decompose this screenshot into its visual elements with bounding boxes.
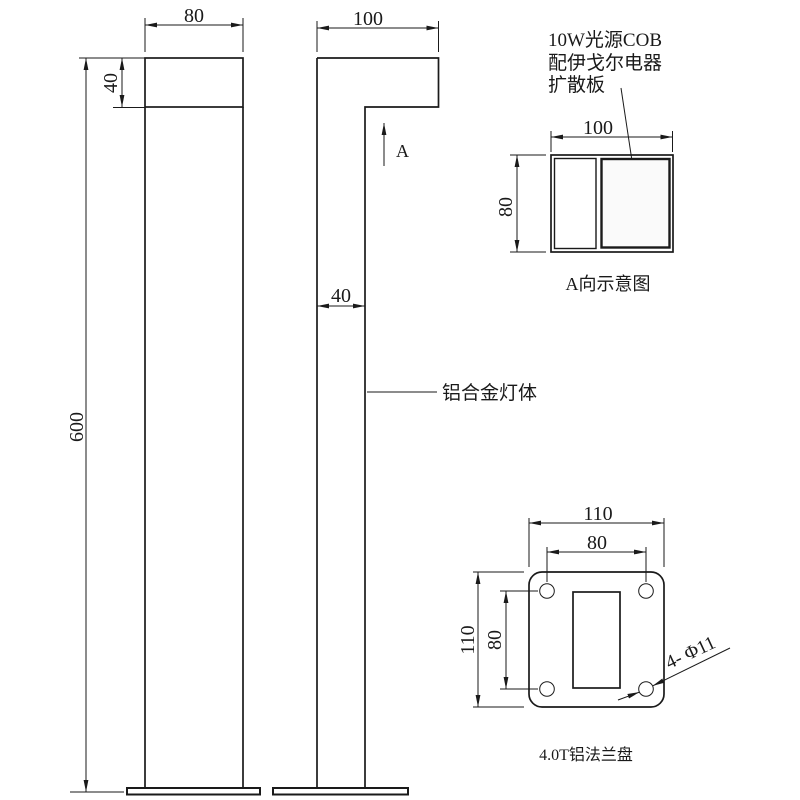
side-top-width-dimension: 100 bbox=[316, 8, 439, 52]
front-width-dimension: 80 bbox=[144, 5, 244, 52]
flange-bolt-spacing-y-dimension: 80 bbox=[484, 590, 538, 690]
a-view-height-dimension: 80 bbox=[495, 154, 546, 253]
holes-callout-arrow-right bbox=[652, 647, 731, 687]
flange-bolt-hole-top-left bbox=[539, 583, 555, 599]
flange-plate-outline bbox=[528, 571, 665, 708]
flange-width-dimension: 110 bbox=[528, 503, 665, 567]
light-source-note-line1: 10W光源COB bbox=[548, 29, 662, 51]
flange-center-cutout bbox=[572, 591, 621, 689]
front-head-height-dim-label: 40 bbox=[100, 73, 122, 93]
front-total-height-dim-label: 600 bbox=[66, 412, 88, 442]
flange-bolt-spacing-y-label: 80 bbox=[484, 630, 506, 650]
flange-bolt-spacing-x-dimension: 80 bbox=[546, 532, 647, 582]
front-base-plate bbox=[126, 787, 261, 796]
side-body-width-dimension: 40 bbox=[317, 285, 365, 309]
front-view: 80 40 600 bbox=[66, 5, 261, 796]
front-total-height-dimension: 600 bbox=[66, 58, 124, 793]
flange-height-dimension: 110 bbox=[457, 571, 524, 708]
a-view-detail: 10W光源COB 配伊戈尔电器 扩散板 100 80 A向示意图 bbox=[495, 29, 674, 294]
flange-holes-callout: 4- Φ11 bbox=[617, 632, 731, 701]
flange-height-dim-label: 110 bbox=[457, 625, 479, 654]
flange-bolt-hole-bottom-left bbox=[539, 681, 555, 697]
a-view-height-dim-label: 80 bbox=[495, 197, 517, 217]
side-lamp-outline bbox=[317, 57, 440, 788]
flange-plate-view: 110 80 110 80 4- Φ11 4.0T bbox=[457, 503, 731, 764]
flange-caption: 4.0T铝法兰盘 bbox=[539, 745, 633, 764]
flange-bolt-hole-bottom-right bbox=[638, 681, 654, 697]
flange-bolt-spacing-x-label: 80 bbox=[587, 532, 607, 554]
body-callout-label: 铝合金灯体 bbox=[442, 382, 537, 404]
side-body-width-dim-label: 40 bbox=[331, 285, 351, 307]
a-view-diffuser-panel bbox=[600, 157, 671, 249]
light-source-note-line3: 扩散板 bbox=[548, 74, 605, 96]
a-view-left-compartment bbox=[553, 157, 597, 250]
a-view-width-dimension: 100 bbox=[550, 117, 673, 152]
front-head-height-dimension: 40 bbox=[79, 57, 145, 108]
section-a-arrow: A bbox=[381, 123, 409, 166]
body-material-callout: 铝合金灯体 bbox=[367, 382, 537, 404]
side-top-width-dim-label: 100 bbox=[353, 8, 383, 30]
side-base-plate bbox=[272, 787, 409, 796]
a-view-width-dim-label: 100 bbox=[583, 117, 613, 139]
front-lamp-head-outline bbox=[144, 57, 244, 108]
holes-callout-arrow-left bbox=[617, 691, 640, 701]
a-view-outer-frame bbox=[550, 154, 674, 253]
section-arrow-label: A bbox=[396, 141, 409, 161]
flange-width-dim-label: 110 bbox=[583, 503, 612, 525]
front-width-dim-label: 80 bbox=[184, 5, 204, 27]
side-view: 100 40 A 铝合金灯体 bbox=[272, 8, 537, 796]
light-source-note-line2: 配伊戈尔电器 bbox=[548, 52, 662, 74]
flange-bolt-hole-top-right bbox=[638, 583, 654, 599]
a-view-caption: A向示意图 bbox=[566, 274, 651, 294]
